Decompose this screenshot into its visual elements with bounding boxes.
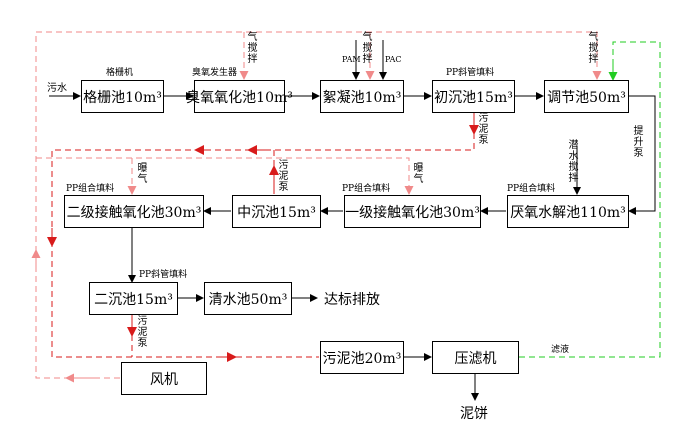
grille-machine-label: 格栅机 [106,68,134,78]
clear-water-box: 清水池50m³ [204,282,292,315]
aeration-1-label: 曝气 [413,163,424,185]
process-flow-lines [49,40,656,401]
inflow-label: 污水 [47,83,67,94]
grille-tank-box: 格栅池10m³ [81,80,164,113]
pp-combo-1-label: PP组合填料 [342,184,391,194]
regulate-tank-box: 调节池50m³ [544,80,629,113]
anaerobic-tank-box: 厌氧水解池110m³ [507,195,629,228]
pp-tube-label-1: PP斜管填料 [446,68,495,78]
cake-text: 泥饼 [460,406,488,422]
discharge-text: 达标排放 [324,292,380,308]
blower-box: 风机 [121,362,207,395]
aeration-2-label: 曝气 [137,163,148,185]
floc-tank-box: 絮凝池10m³ [320,80,404,113]
contact-oxidation1-box: 一级接触氧化池30m³ [344,195,481,228]
lift-pump-label: 提升泵 [633,126,644,159]
pp-combo-anaerobic-label: PP组合填料 [507,184,556,194]
pp-combo-2-label: PP组合填料 [66,184,115,194]
filtrate-line [519,41,661,358]
filtrate-label: 滤液 [551,345,570,355]
contact-oxidation2-box: 二级接触氧化池30m³ [64,195,204,228]
pac-label: PAC [385,55,402,64]
pp-tube-label-2: PP斜管填料 [139,270,188,280]
sludge-tank-box: 污泥池20m³ [320,341,404,374]
secondary-settle-box: 二沉池15m³ [89,282,178,315]
air-lines [35,31,602,379]
submersible-stir-label: 潜水搅拌 [568,140,579,184]
filter-press-box: 压滤机 [432,341,519,374]
primary-settle-box: 初沉池15m³ [432,80,515,113]
air-stir-floc-label: 气搅拌 [362,32,373,65]
pam-label: PAM [342,55,361,64]
air-stir-ozone-label: 气搅拌 [247,32,258,65]
ozone-tank-box: 臭氧氧化池10m³ [186,80,293,113]
ozone-generator-label: 臭氧发生器 [192,68,238,78]
sludge-pump-mid-label: 污泥泵 [278,160,289,193]
mid-settle-box: 中沉池15m³ [232,195,321,228]
sludge-pump-second-label: 污泥泵 [137,316,148,349]
air-stir-regulate-label: 气搅拌 [588,32,599,65]
sludge-pump-primary-label: 污泥泵 [478,113,489,146]
